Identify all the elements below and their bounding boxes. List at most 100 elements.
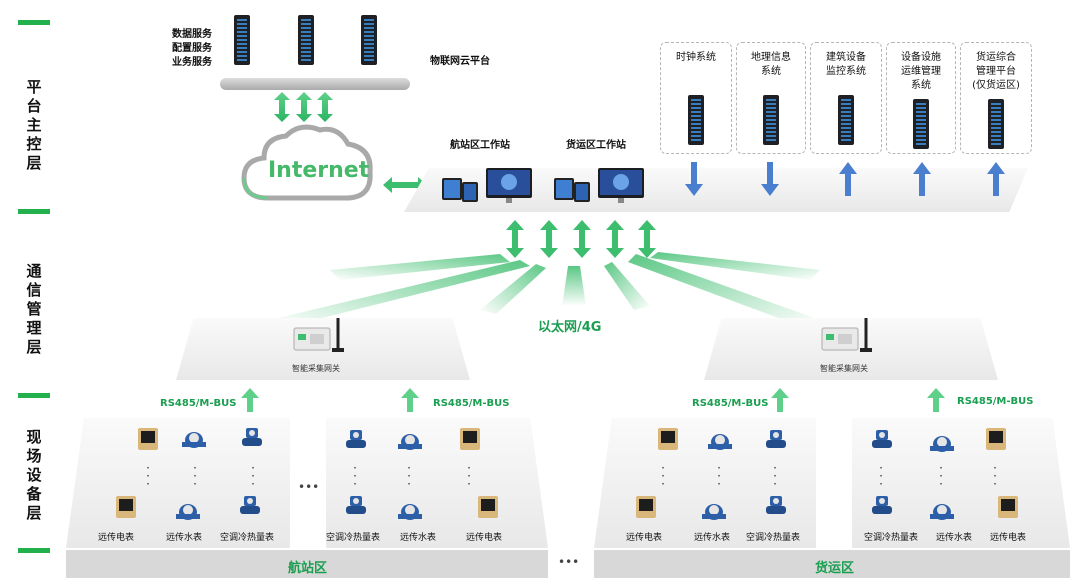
layer-label-comm: 通信管理层 [26,262,42,356]
vertical-ellipsis: ··· [773,461,777,491]
electric-meter-icon [658,428,678,450]
workstation-terminal-label: 航站区工作站 [450,140,510,151]
area-ellipsis: ••• [558,555,580,569]
water-meter-icon [398,434,422,450]
server-icon [234,15,250,65]
up-arrow-icon [839,162,857,196]
heat-meter-icon [766,430,786,448]
device-label: 远传水表 [936,533,973,543]
vertical-ellipsis: ··· [939,461,943,491]
water-meter-icon [182,432,206,448]
bus-label: RS485/M-BUS [692,398,769,409]
gateway-label: 智能采集网关 [820,364,868,373]
device-label: 远传电表 [626,533,663,543]
water-meter-icon [702,504,726,520]
vertical-ellipsis: ··· [407,461,411,491]
down-arrow-icon [761,162,779,196]
area-label-cargo: 货运区 [815,561,855,576]
network-arrows [506,220,656,258]
cloud-platform-arrow [383,177,427,193]
server-cloud-arrows [274,92,333,122]
up-arrow-icon [771,388,789,412]
server-icon [838,95,854,145]
device-platform [326,418,548,548]
network-beams [270,252,820,326]
up-arrow-icon [401,388,419,412]
water-meter-icon [398,504,422,520]
cargo-area-base [594,550,1070,578]
system-box-building: 建筑设备 监控系统 [810,42,882,154]
bus-label: RS485/M-BUS [160,398,237,409]
heat-meter-icon [346,496,366,514]
terminal-area-base [66,550,548,578]
device-label: 远传电表 [98,533,135,543]
heat-meter-icon [872,496,892,514]
gateway-device-icon [293,318,344,352]
water-meter-icon [930,504,954,520]
layer-divider [18,548,50,553]
electric-meter-icon [460,428,480,450]
workstation-cargo-icon [554,168,644,203]
water-meter-icon [930,436,954,452]
layer-divider [18,20,50,25]
workstation-terminal-icon [442,168,532,203]
vertical-ellipsis: ··· [993,461,997,491]
vertical-ellipsis: ··· [193,461,197,491]
device-platform [852,418,1070,548]
up-arrow-icon [913,162,931,196]
device-label: 空调冷热量表 [746,533,801,543]
service-business: 业务服务 [172,57,212,68]
vertical-ellipsis: ··· [879,461,883,491]
server-rack-bar [220,78,410,90]
bus-label: RS485/M-BUS [957,396,1034,407]
network-label: 以太网/4G [538,320,602,335]
vertical-ellipsis: ··· [661,461,665,491]
gateway-label: 智能采集网关 [292,364,340,373]
system-label: 设备设施 运维管理 系统 [901,52,941,91]
server-icon [988,99,1004,149]
area-label-terminal: 航站区 [288,561,328,576]
vertical-ellipsis: ··· [353,461,357,491]
system-label: 地理信息 系统 [751,52,791,77]
cloud-platform-title: 物联网云平台 [430,56,490,67]
server-icon [913,99,929,149]
device-group-ellipsis: ••• [298,480,320,494]
heat-meter-icon [872,430,892,448]
server-icon [361,15,377,65]
down-arrow-icon [685,162,703,196]
server-icon [298,15,314,65]
layer-divider [18,209,50,214]
heat-meter-icon [242,428,262,446]
device-label: 远传水表 [400,533,437,543]
system-label: 建筑设备 监控系统 [826,52,866,77]
device-label: 远传水表 [694,533,731,543]
device-label: 远传电表 [990,533,1027,543]
service-config: 配置服务 [172,43,212,54]
system-box-maintenance: 设备设施 运维管理 系统 [886,42,956,154]
heat-meter-icon [766,496,786,514]
device-label: 空调冷热量表 [326,533,381,543]
gateway-device-icon [821,318,872,352]
heat-meter-icon [240,496,260,514]
system-arrows [685,162,1005,196]
up-arrow-icon [927,388,945,412]
layer-divider [18,393,50,398]
electric-meter-icon [138,428,158,450]
internet-cloud-icon [241,124,373,201]
device-label: 空调冷热量表 [864,533,919,543]
electric-meter-icon [986,428,1006,450]
device-label: 远传水表 [166,533,203,543]
internet-label: Internet [268,158,370,183]
bus-label: RS485/M-BUS [433,398,510,409]
system-box-cargo-mgmt: 货运综合 管理平台 (仅货运区) [960,42,1032,154]
layer-label-field: 现场设备层 [26,428,42,522]
system-label: 时钟系统 [676,52,716,63]
heat-meter-icon [346,430,366,448]
vertical-ellipsis: ··· [146,461,150,491]
electric-meter-icon [478,496,498,518]
service-data: 数据服务 [172,29,212,40]
up-arrow-icon [241,388,259,412]
server-icon [688,95,704,145]
system-box-gis: 地理信息 系统 [736,42,806,154]
electric-meter-icon [116,496,136,518]
